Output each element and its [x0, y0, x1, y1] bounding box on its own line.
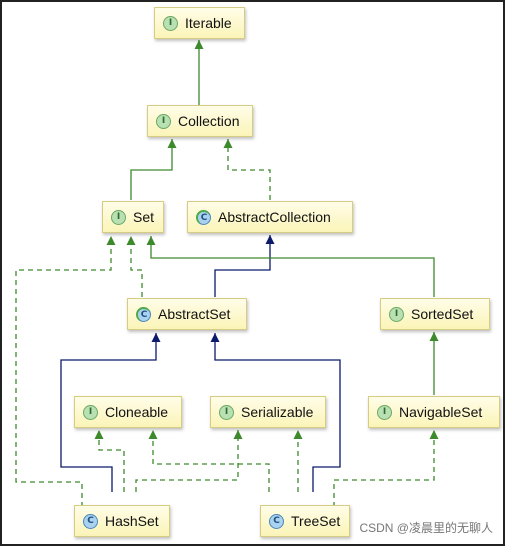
node-cloneable[interactable]: I Cloneable: [74, 396, 182, 428]
node-label: AbstractSet: [158, 306, 231, 322]
node-label: AbstractCollection: [218, 209, 331, 225]
node-hash-set[interactable]: C HashSet: [74, 505, 170, 537]
node-label: Iterable: [185, 15, 232, 31]
node-abstract-set[interactable]: C AbstractSet: [127, 298, 247, 330]
interface-icon: I: [377, 404, 392, 420]
edge-hashset-implements-set: [15, 236, 116, 507]
node-serializable[interactable]: I Serializable: [210, 396, 326, 428]
edge-treeset-implements-navigableset: [333, 430, 439, 507]
node-sorted-set[interactable]: I SortedSet: [380, 298, 490, 330]
node-label: Set: [133, 209, 155, 225]
node-label: NavigableSet: [399, 404, 483, 420]
node-label: Cloneable: [105, 404, 169, 420]
node-collection[interactable]: I Collection: [147, 105, 253, 137]
node-label: SortedSet: [411, 306, 474, 322]
edge-abstractcollection-implements-collection: [223, 139, 271, 200]
abstract-class-icon: C: [136, 306, 151, 322]
edge-hashset-extends-abstractset: [60, 333, 161, 492]
interface-icon: I: [219, 404, 234, 420]
node-tree-set[interactable]: C TreeSet: [260, 505, 350, 537]
node-abstract-collection[interactable]: C AbstractCollection: [187, 201, 353, 233]
edge-abstractset-extends-abstractcollection: [214, 235, 275, 297]
abstract-class-icon: C: [196, 209, 211, 225]
edge-abstractset-implements-set: [126, 236, 143, 297]
interface-icon: I: [163, 15, 178, 31]
edge-set-extends-collection: [130, 139, 177, 200]
interface-icon: I: [111, 209, 126, 225]
edge-treeset-implements-cloneable: [148, 430, 270, 492]
node-label: HashSet: [105, 513, 159, 529]
edge-hashset-implements-cloneable: [94, 430, 125, 492]
node-navigable-set[interactable]: I NavigableSet: [368, 396, 500, 428]
node-set[interactable]: I Set: [102, 201, 164, 233]
node-label: Serializable: [241, 404, 314, 420]
class-icon: C: [269, 513, 284, 529]
edge-sortedset-extends-set: [146, 236, 435, 297]
edge-treeset-extends-abstractset: [210, 333, 341, 492]
interface-icon: I: [83, 404, 98, 420]
node-label: TreeSet: [291, 513, 341, 529]
interface-icon: I: [389, 306, 404, 322]
node-label: Collection: [178, 113, 240, 129]
class-icon: C: [83, 513, 98, 529]
edge-hashset-implements-serializable: [135, 430, 243, 492]
node-iterable[interactable]: I Iterable: [154, 7, 245, 39]
watermark: CSDN @凌晨里的无聊人: [359, 521, 493, 535]
interface-icon: I: [156, 113, 171, 129]
